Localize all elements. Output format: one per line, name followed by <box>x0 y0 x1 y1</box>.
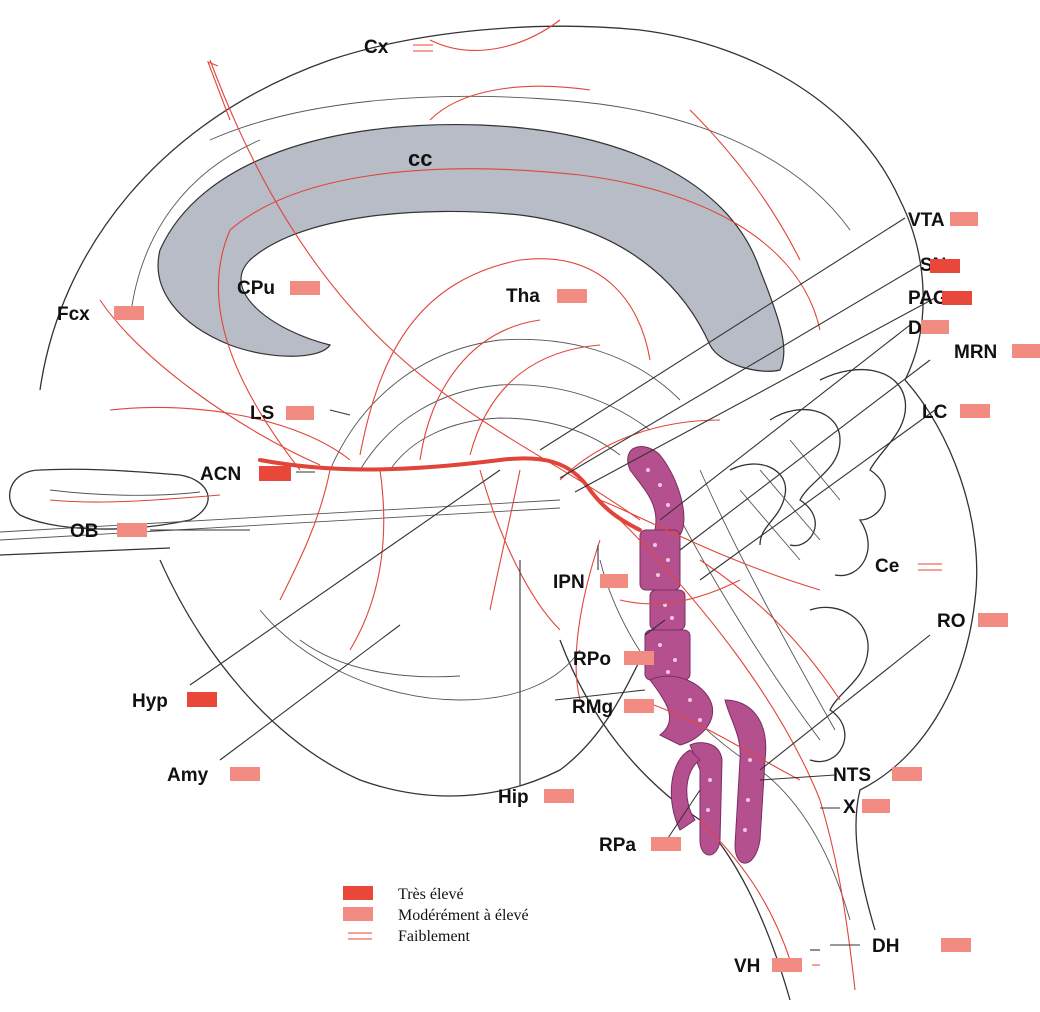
svg-text:RPa: RPa <box>599 835 636 856</box>
legend: Très élevé Modérément à élevé Faiblement <box>343 886 529 945</box>
corpus-callosum <box>158 125 784 372</box>
legend-very-high: Très élevé <box>398 886 464 903</box>
svg-text:X: X <box>843 797 856 818</box>
label-DH: DH <box>872 936 971 957</box>
svg-text:Amy: Amy <box>167 765 209 786</box>
label-MRN: MRN <box>954 342 1040 363</box>
label-Fcx: Fcx <box>57 304 144 325</box>
label-CPu: CPu <box>237 278 320 299</box>
label-X: X <box>843 797 890 818</box>
label-Tha: Tha <box>506 286 587 307</box>
svg-text:Hip: Hip <box>498 787 529 808</box>
legend-swatch-very-high <box>343 886 373 900</box>
label-RPo: RPo <box>573 649 654 670</box>
svg-text:MRN: MRN <box>954 342 997 363</box>
svg-text:PAG: PAG <box>908 288 948 309</box>
svg-text:VTA: VTA <box>908 210 945 231</box>
label-LS: LS <box>250 403 314 424</box>
legend-swatch-moderate <box>343 907 373 921</box>
svg-text:Fcx: Fcx <box>57 304 90 325</box>
svg-text:RO: RO <box>937 611 966 632</box>
legend-low: Faiblement <box>398 928 471 945</box>
label-OB: OB <box>70 521 147 542</box>
svg-text:DH: DH <box>872 936 899 957</box>
label-LC: LC <box>922 402 990 423</box>
svg-text:Tha: Tha <box>506 286 540 307</box>
label-NTS: NTS <box>833 765 922 786</box>
svg-text:VH: VH <box>734 956 760 977</box>
label-cc: cc <box>408 146 432 171</box>
label-SN: SN <box>920 255 960 276</box>
svg-text:OB: OB <box>70 521 99 542</box>
svg-text:RMg: RMg <box>572 697 613 718</box>
svg-text:Hyp: Hyp <box>132 691 168 712</box>
label-DRN: DRN <box>908 318 949 339</box>
level-marker-Cx <box>413 44 433 46</box>
svg-text:LS: LS <box>250 403 274 424</box>
label-ACN: ACN <box>200 464 291 485</box>
label-Hyp: Hyp <box>132 691 217 712</box>
legend-moderate: Modérément à élevé <box>398 907 529 924</box>
label-RMg: RMg <box>572 697 654 718</box>
svg-text:IPN: IPN <box>553 572 585 593</box>
label-Cx: Cx <box>364 37 433 58</box>
svg-text:RPo: RPo <box>573 649 611 670</box>
label-VH: VH <box>734 956 820 977</box>
svg-text:Cx: Cx <box>364 37 389 58</box>
label-IPN: IPN <box>553 572 628 593</box>
svg-text:LC: LC <box>922 402 948 423</box>
label-Ce: Ce <box>875 556 942 577</box>
svg-text:Ce: Ce <box>875 556 899 577</box>
label-VTA: VTA <box>908 210 978 231</box>
label-RPa: RPa <box>599 835 681 856</box>
label-Amy: Amy <box>167 765 260 786</box>
label-PAG: PAG <box>908 288 972 309</box>
label-Hip: Hip <box>498 787 574 808</box>
svg-text:NTS: NTS <box>833 765 871 786</box>
svg-text:ACN: ACN <box>200 464 241 485</box>
legend-swatch-low-2 <box>348 938 372 940</box>
legend-swatch-low-1 <box>348 932 372 934</box>
svg-text:CPu: CPu <box>237 278 275 299</box>
